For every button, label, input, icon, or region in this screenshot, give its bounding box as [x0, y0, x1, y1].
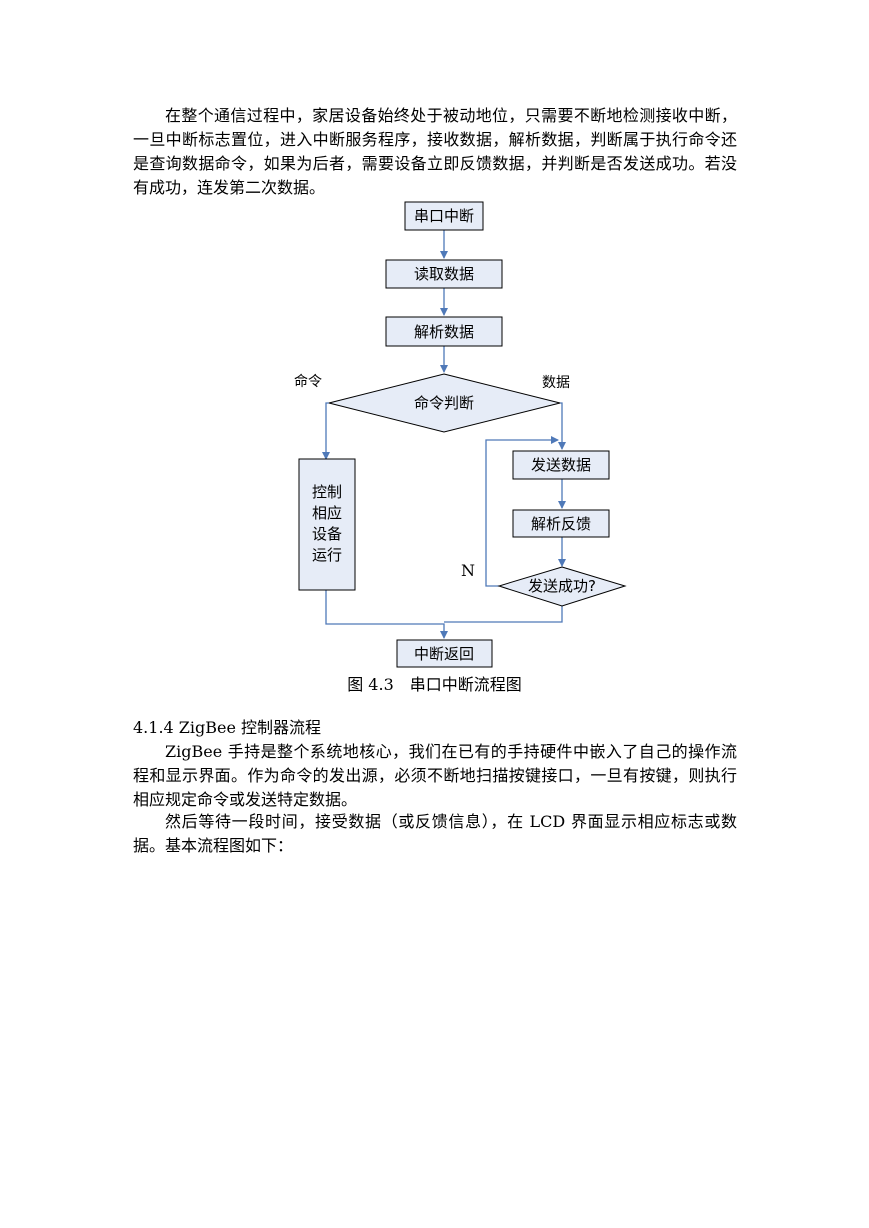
svg-text:运行: 运行 — [312, 546, 342, 564]
svg-text:读取数据: 读取数据 — [414, 265, 474, 283]
svg-text:解析数据: 解析数据 — [414, 323, 474, 341]
node-read-data: 读取数据 — [385, 259, 503, 289]
section-heading: 4.1.4 ZigBee 控制器流程 — [133, 718, 322, 737]
node-send-data: 发送数据 — [512, 450, 610, 480]
node-control-device: 控制 相应 设备 运行 — [298, 458, 356, 591]
node-start: 串口中断 — [404, 201, 484, 231]
svg-text:控制: 控制 — [312, 483, 342, 501]
node-parse-data: 解析数据 — [385, 316, 503, 347]
paragraph-zigbee-handheld: ZigBee 手持是整个系统地核心，我们在已有的手持硬件中嵌入了自己的操作流程和… — [133, 742, 737, 809]
node-parse-feedback: 解析反馈 — [512, 509, 610, 538]
svg-text:设备: 设备 — [312, 525, 342, 543]
figure-caption: 图 4.3 串口中断流程图 — [347, 675, 522, 694]
arrow-control-to-return — [325, 590, 448, 639]
svg-text:串口中断: 串口中断 — [414, 207, 474, 225]
svg-text:中断返回: 中断返回 — [414, 645, 474, 663]
arrow-decision-to-control — [322, 402, 330, 460]
node-send-success-decision: 发送成功? — [497, 566, 627, 607]
branch-label-command: 命令 — [294, 373, 322, 390]
svg-text:解析反馈: 解析反馈 — [531, 515, 591, 533]
intro-paragraph: 在整个通信过程中，家居设备始终处于被动地位，只需要不断地检测接收中断，一旦中断标… — [133, 106, 737, 197]
svg-text:命令判断: 命令判断 — [414, 394, 474, 412]
node-command-decision: 命令判断 — [328, 373, 561, 433]
paragraph-wait-and-display: 然后等待一段时间，接受数据（或反馈信息），在 LCD 界面显示相应标志或数据。基… — [133, 812, 737, 855]
arrow-retry-loop — [485, 436, 559, 587]
line-success-to-return — [444, 606, 563, 623]
retry-label-no: N — [461, 561, 475, 580]
svg-text:发送数据: 发送数据 — [531, 456, 591, 474]
node-interrupt-return: 中断返回 — [396, 639, 493, 668]
branch-label-data: 数据 — [542, 375, 570, 391]
arrow-decision-to-send — [558, 402, 566, 450]
svg-text:发送成功?: 发送成功? — [528, 577, 596, 595]
svg-text:相应: 相应 — [312, 504, 342, 522]
